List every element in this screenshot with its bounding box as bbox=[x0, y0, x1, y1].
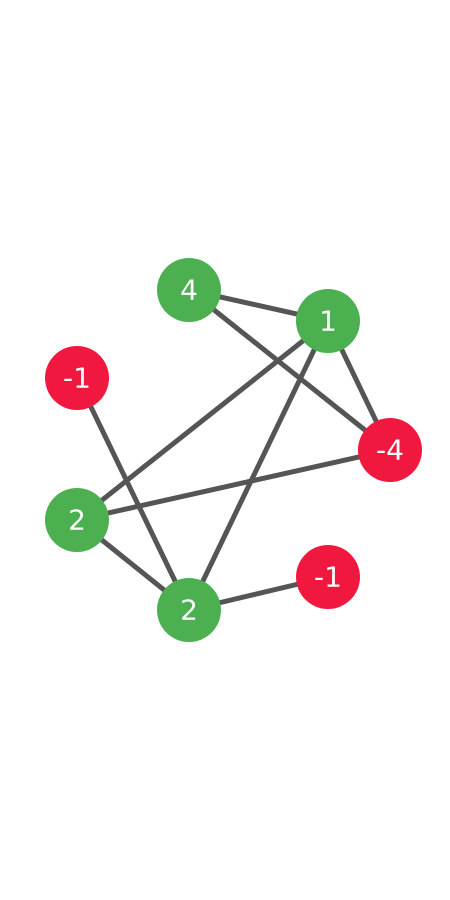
negative-node-circle[interactable] bbox=[45, 346, 109, 410]
node-b[interactable]: 1 bbox=[296, 289, 360, 353]
edge-e-d bbox=[74, 447, 393, 523]
positive-node-circle[interactable] bbox=[157, 578, 221, 642]
node-c[interactable]: -1 bbox=[45, 346, 109, 410]
node-d[interactable]: -4 bbox=[358, 418, 422, 482]
node-g[interactable]: 2 bbox=[157, 578, 221, 642]
negative-node-circle[interactable] bbox=[358, 418, 422, 482]
edge-b-e bbox=[74, 318, 331, 523]
positive-node-circle[interactable] bbox=[45, 488, 109, 552]
edge-c-g bbox=[74, 375, 192, 613]
edge-b-g bbox=[186, 318, 331, 613]
positive-node-circle[interactable] bbox=[296, 289, 360, 353]
node-a[interactable]: 4 bbox=[157, 258, 221, 322]
node-f[interactable]: -1 bbox=[296, 545, 360, 609]
edge-a-d bbox=[186, 287, 393, 453]
positive-node-circle[interactable] bbox=[157, 258, 221, 322]
negative-node-circle[interactable] bbox=[296, 545, 360, 609]
nodes-layer: 4 1 -1 -4 2 -1 2 bbox=[45, 258, 422, 642]
node-e[interactable]: 2 bbox=[45, 488, 109, 552]
